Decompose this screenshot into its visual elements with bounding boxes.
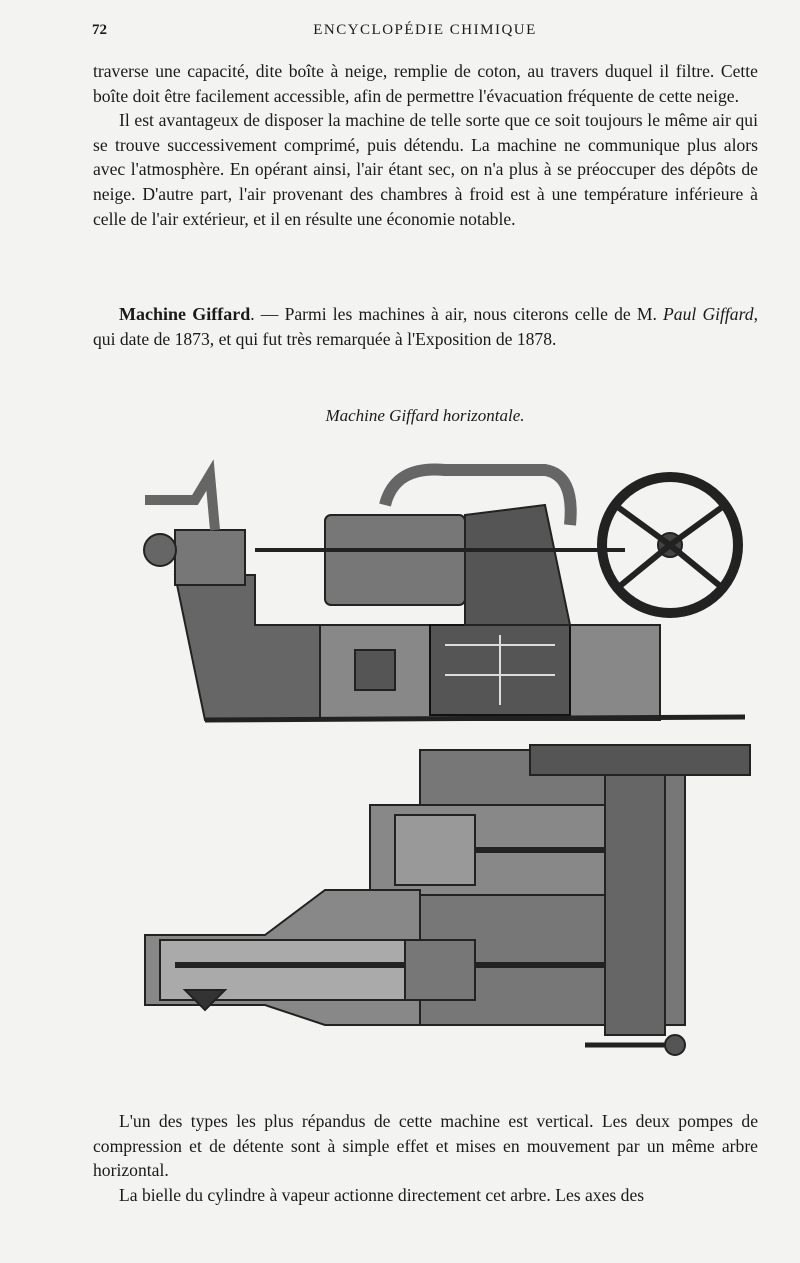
page-header: 72 ENCYCLOPÉDIE CHIMIQUE xyxy=(92,22,758,44)
person-name: Paul Giffard xyxy=(663,304,754,324)
paragraph: traverse une capacité, dite boîte à neig… xyxy=(93,61,758,106)
page-number: 72 xyxy=(92,22,107,38)
paragraph: L'un des types les plus répandus de cett… xyxy=(93,1111,758,1181)
paragraph: La bielle du cylindre à vapeur actionne … xyxy=(119,1184,645,1205)
section-text: . — Parmi les machines à air, nous citer… xyxy=(250,304,664,324)
section-text: , qui date de 1873, et qui fut très rema… xyxy=(93,304,759,349)
body-text-top: traverse une capacité, dite boîte à neig… xyxy=(93,59,758,231)
machine-illustration xyxy=(143,459,751,1056)
elevation-view xyxy=(143,459,746,723)
plan-view xyxy=(144,744,751,1056)
section-giffard: Machine Giffard. — Parmi les machines à … xyxy=(93,302,758,351)
paragraph: Il est avantageux de disposer la machine… xyxy=(93,110,758,229)
body-text-bottom: L'un des types les plus répandus de cett… xyxy=(93,1109,758,1207)
figure-caption: Machine Giffard horizontale. xyxy=(325,406,525,425)
running-title: ENCYCLOPÉDIE CHIMIQUE xyxy=(313,22,537,38)
section-heading: Machine Giffard xyxy=(119,304,251,324)
